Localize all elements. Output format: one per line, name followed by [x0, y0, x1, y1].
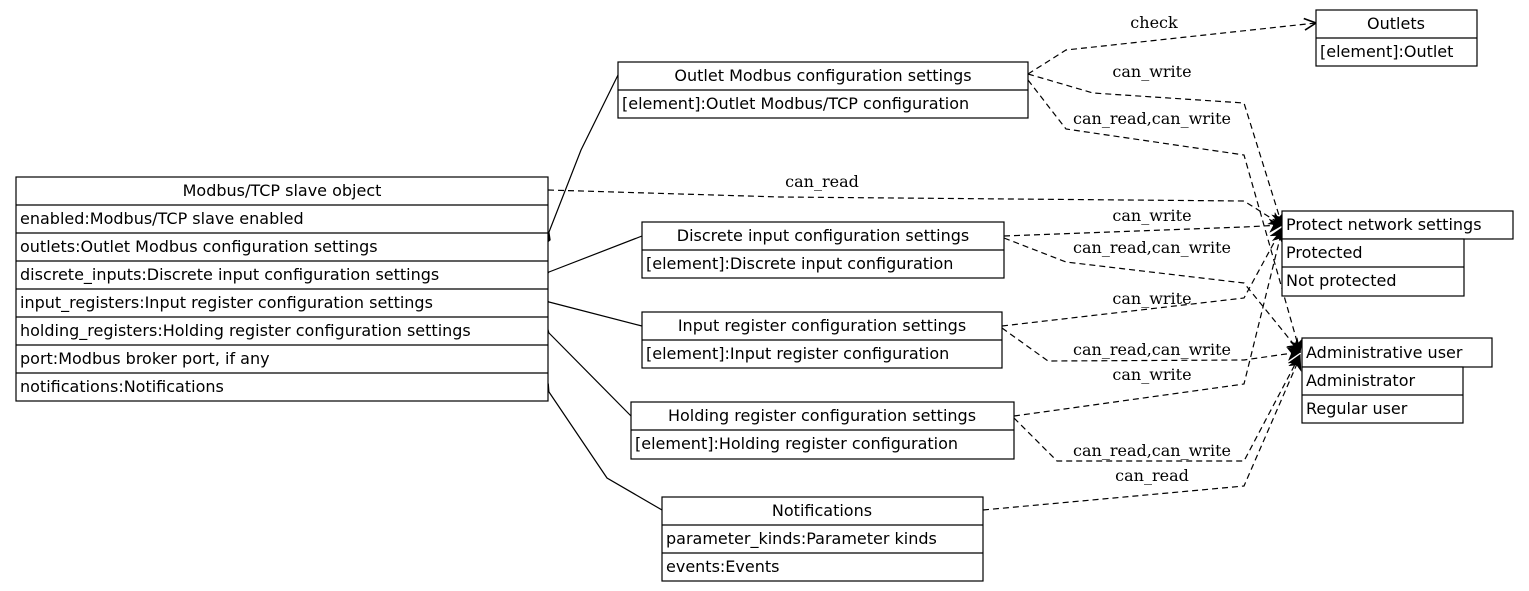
node-row: notifications:Notifications — [20, 377, 224, 396]
node-title: Modbus/TCP slave object — [183, 181, 382, 200]
edge-label-discrete-can-write: can_write — [1112, 206, 1191, 225]
node-outlet-modbus-config: Outlet Modbus configuration settings [el… — [617, 61, 1029, 119]
node-title: Notifications — [772, 501, 872, 520]
edge-labels: check can_write can_read,can_write can_r… — [785, 13, 1231, 485]
dependency-edges — [547, 23, 1316, 511]
edge-label-modbus-can-read: can_read — [785, 172, 859, 191]
edge-modbus-protect — [547, 189, 1282, 225]
edge-label-check: check — [1130, 13, 1178, 32]
node-row: [element]:Holding register configuration — [635, 434, 958, 453]
node-row: [element]:Outlet — [1320, 42, 1453, 61]
node-row: [element]:Input register configuration — [646, 344, 949, 363]
node-title: Protect network settings — [1286, 215, 1482, 234]
node-row: enabled:Modbus/TCP slave enabled — [20, 209, 304, 228]
node-row: holding_registers:Holding register confi… — [20, 321, 471, 341]
edge-holding-admin — [1013, 355, 1300, 462]
node-holding-register-config: Holding register configuration settings … — [630, 401, 1015, 460]
node-protect-network-settings: Protect network settings Protected Not p… — [1281, 210, 1514, 297]
edge-outlet-protect — [1028, 74, 1282, 225]
edge-label-outlet-can-write: can_write — [1112, 62, 1191, 81]
node-row: Administrator — [1306, 371, 1415, 390]
edge-modbus-outlets — [542, 74, 619, 246]
edge-holding-protect — [1013, 230, 1282, 417]
node-modbus-tcp-slave: Modbus/TCP slave object enabled:Modbus/T… — [15, 176, 549, 402]
node-row: Not protected — [1286, 271, 1396, 290]
node-administrative-user: Administrative user Administrator Regula… — [1301, 337, 1493, 424]
node-row: outlets:Outlet Modbus configuration sett… — [20, 237, 378, 256]
node-title: Holding register configuration settings — [668, 406, 976, 425]
edge-label-discrete-can-read-write: can_read,can_write — [1073, 238, 1231, 257]
edge-discrete-admin — [1003, 237, 1300, 352]
edge-modbus-input — [534, 295, 643, 327]
node-title: Discrete input configuration settings — [677, 226, 969, 245]
edge-input-admin — [1001, 327, 1300, 362]
node-row: [element]:Outlet Modbus/TCP configuratio… — [622, 94, 969, 113]
node-row: input_registers:Input register configura… — [20, 293, 433, 313]
edge-label-input-can-write: can_write — [1112, 289, 1191, 308]
edge-label-holding-can-read-write: can_read,can_write — [1073, 441, 1231, 460]
edge-label-input-can-read-write: can_read,can_write — [1073, 340, 1231, 359]
node-title: Input register configuration settings — [678, 316, 966, 335]
edge-modbus-discrete — [535, 235, 643, 279]
edge-modbus-notifications — [540, 379, 663, 511]
edge-outlet-admin — [1027, 79, 1300, 352]
edge-discrete-protect — [1003, 225, 1282, 237]
edge-notifications-admin — [982, 357, 1300, 511]
node-title: Outlets — [1367, 14, 1425, 33]
composition-edges — [534, 74, 663, 511]
node-row: discrete_inputs:Discrete input configura… — [20, 265, 439, 285]
edge-input-protect — [1001, 228, 1282, 327]
edge-label-outlet-can-read-write: can_read,can_write — [1073, 109, 1231, 128]
edge-label-holding-can-write: can_write — [1112, 365, 1191, 384]
node-notifications: Notifications parameter_kinds:Parameter … — [661, 496, 984, 582]
node-row: [element]:Discrete input configuration — [646, 254, 953, 273]
node-input-register-config: Input register configuration settings [e… — [641, 311, 1003, 369]
edge-label-notifications-can-read: can_read — [1115, 466, 1189, 485]
node-row: port:Modbus broker port, if any — [20, 349, 270, 368]
node-title: Administrative user — [1306, 343, 1463, 362]
node-row: parameter_kinds:Parameter kinds — [666, 529, 937, 549]
node-row: events:Events — [666, 557, 779, 576]
node-title: Outlet Modbus configuration settings — [674, 66, 971, 85]
node-discrete-input-config: Discrete input configuration settings [e… — [641, 221, 1005, 279]
node-outlets: Outlets [element]:Outlet — [1315, 9, 1478, 67]
node-row: Regular user — [1306, 399, 1408, 418]
edge-modbus-holding — [538, 322, 632, 417]
node-row: Protected — [1286, 243, 1363, 262]
